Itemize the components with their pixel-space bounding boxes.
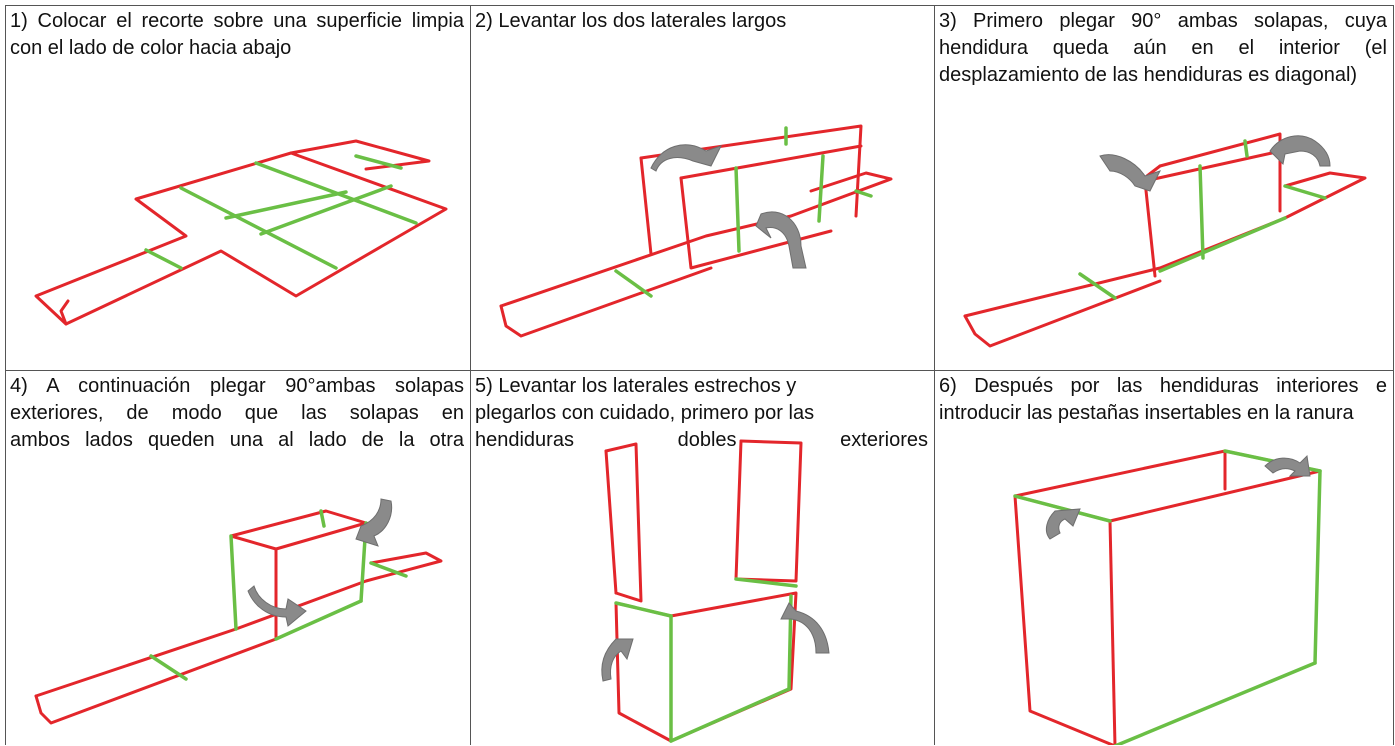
fold-arrow-icon	[355, 498, 393, 547]
fold-arrow-icon	[247, 585, 307, 627]
step-4-panel: 4) A continuación plegar 90°ambas solapa…	[5, 370, 471, 745]
step-4-caption-line: ambos lados queden una al lado de la otr…	[10, 429, 464, 451]
step-5-caption: 5) Levantar los laterales estrechos y pl…	[475, 373, 928, 454]
step-3-caption: 3) Primero plegar 90° ambas solapas, cuy…	[939, 10, 1387, 86]
step-6-caption: 6) Después por las hendiduras interiores…	[939, 375, 1387, 424]
step-5-caption-line: 5) Levantar los laterales estrechos y	[475, 375, 797, 397]
fold-arrow-icon	[601, 638, 634, 682]
step-5-illustration	[601, 439, 830, 743]
step-2-panel: 2) Levantar los dos laterales largos	[470, 5, 935, 371]
step-2-illustration	[499, 124, 893, 338]
step-4-illustration	[34, 498, 443, 725]
step-1-caption: 1) Colocar el recorte sobre una superfic…	[10, 10, 464, 59]
step-6-panel: 6) Después por las hendiduras interiores…	[934, 370, 1394, 745]
fold-arrow-icon	[650, 144, 722, 172]
step-5-panel: 5) Levantar los laterales estrechos y pl…	[470, 370, 935, 745]
step-4-caption-line: 4) A continuación plegar 90°ambas solapa…	[10, 375, 464, 397]
fold-arrow-icon	[780, 602, 830, 654]
step-4-caption: 4) A continuación plegar 90°ambas solapa…	[10, 373, 464, 454]
step-1-illustration	[34, 139, 448, 326]
fold-arrow-icon	[1264, 454, 1311, 477]
step-6-illustration	[1013, 449, 1322, 745]
step-2-caption: 2) Levantar los dos laterales largos	[475, 10, 787, 32]
fold-arrow-icon	[755, 211, 807, 269]
instruction-grid: 1) Colocar el recorte sobre una superfic…	[5, 5, 1394, 745]
step-5-caption-line: hendiduras dobles exteriores	[475, 429, 928, 451]
fold-arrow-icon	[1045, 508, 1081, 540]
step-4-caption-line: exteriores, de modo que las solapas en	[10, 402, 464, 424]
fold-arrow-icon	[1099, 154, 1161, 192]
step-3-panel: 3) Primero plegar 90° ambas solapas, cuy…	[934, 5, 1394, 371]
fold-arrow-icon	[1269, 135, 1331, 167]
step-5-caption-line: plegarlos con cuidado, primero por las	[475, 402, 815, 424]
step-3-illustration	[963, 132, 1367, 348]
step-1-panel: 1) Colocar el recorte sobre una superfic…	[5, 5, 471, 371]
